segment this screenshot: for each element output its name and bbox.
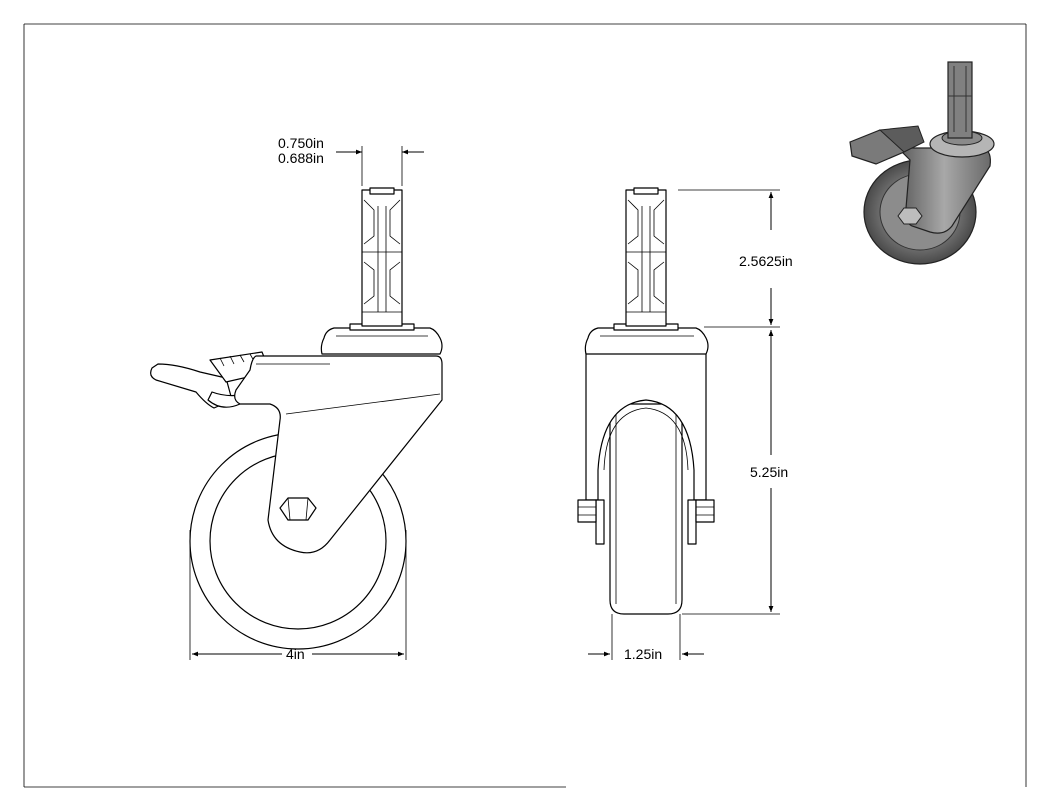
dim-label-wheel-diameter: 4in: [286, 646, 305, 662]
dim-label-stem-length: 2.5625in: [739, 253, 793, 269]
dim-wheel-diameter: [189, 530, 407, 660]
front-axle-nuts: [577, 499, 715, 523]
dim-label-wheel-width: 1.25in: [624, 646, 662, 662]
sheet-border: [23, 23, 1027, 788]
front-wheel: [609, 403, 683, 615]
front-stem: [625, 187, 667, 327]
dim-stem-diameter: [336, 146, 424, 186]
front-swivel: [584, 323, 709, 355]
dim-wheel-width: [588, 614, 704, 660]
side-stem: [361, 187, 403, 327]
side-view: [150, 187, 443, 650]
dim-label-overall-height: 5.25in: [750, 464, 788, 480]
dim-stem-length: [678, 189, 780, 328]
front-fork: [585, 351, 707, 545]
isometric-view: [849, 61, 995, 265]
dim-overall-height: [682, 330, 780, 615]
dim-label-stem-diameter-min: 0.688in: [278, 150, 324, 166]
front-view: [577, 187, 715, 615]
side-axle-nut: [279, 497, 317, 521]
side-swivel: [320, 323, 443, 355]
dim-label-stem-diameter-max: 0.750in: [278, 135, 324, 151]
